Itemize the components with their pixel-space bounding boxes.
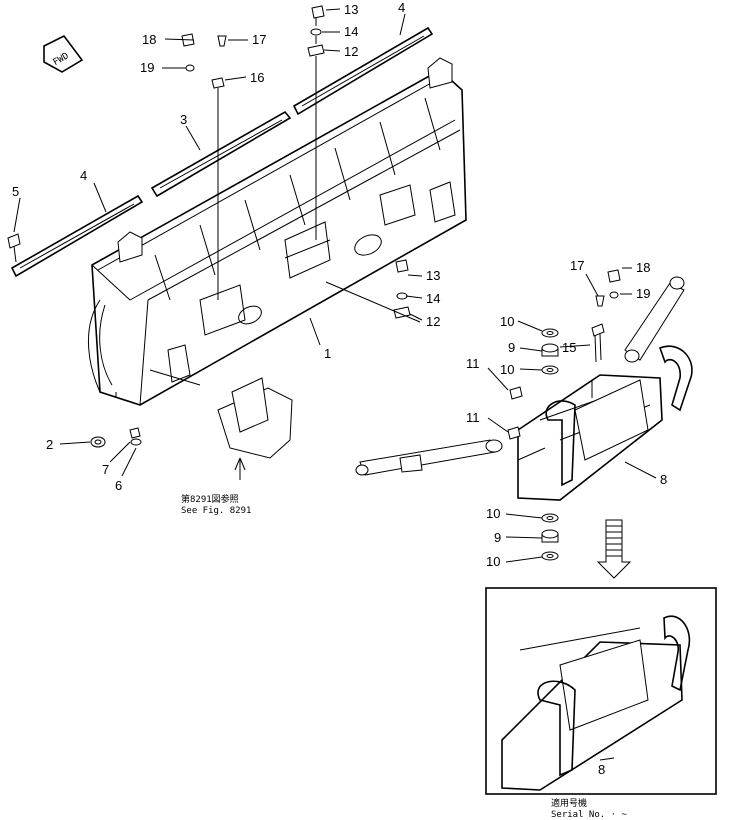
callout-7: 7 xyxy=(102,462,109,477)
callout-19-b: 19 xyxy=(636,286,650,301)
pin-15 xyxy=(591,323,605,363)
callout-8-a: 8 xyxy=(660,472,667,487)
callout-15: 15 xyxy=(562,340,576,355)
callout-13-a: 13 xyxy=(344,2,358,17)
callout-18-a: 18 xyxy=(142,32,156,47)
callout-1: 1 xyxy=(324,346,331,361)
frame-assembly xyxy=(517,345,693,501)
callout-17-b: 17 xyxy=(570,258,584,273)
callout-17-a: 17 xyxy=(252,32,266,47)
fwd-indicator: FWD xyxy=(43,34,84,73)
callout-12-b: 12 xyxy=(426,314,440,329)
callout-18-b: 18 xyxy=(636,260,650,275)
callout-12-a: 12 xyxy=(344,44,358,59)
inset-box xyxy=(485,587,717,795)
grease-11-a xyxy=(509,386,523,400)
serial-note: 適用号機 Serial No. · ~ xyxy=(551,797,627,820)
tilt-cylinder xyxy=(355,439,503,476)
callout-4-a: 4 xyxy=(80,168,87,183)
callout-4-b: 4 xyxy=(398,0,405,15)
bolt-18-right xyxy=(607,269,621,283)
callout-11-b: 11 xyxy=(466,410,480,425)
callout-5: 5 xyxy=(12,184,19,199)
serial-line2: Serial No. · ~ xyxy=(551,810,627,820)
callout-2: 2 xyxy=(46,437,53,452)
callout-10-c: 10 xyxy=(486,506,500,521)
brace xyxy=(624,276,685,363)
callout-6: 6 xyxy=(115,478,122,493)
see-fig-line1: 第8291図参照 xyxy=(181,493,239,505)
callout-10-b: 10 xyxy=(500,362,514,377)
callout-8-b: 8 xyxy=(598,762,605,777)
shim-stack-lower xyxy=(541,513,559,561)
washer-19-right xyxy=(609,291,619,299)
shim-stack-upper xyxy=(541,328,559,375)
callout-3: 3 xyxy=(180,112,187,127)
down-arrow xyxy=(596,519,632,579)
serial-line1: 適用号機 xyxy=(551,797,587,809)
see-figure-note: 第8291図参照 See Fig. 8291 xyxy=(181,493,251,516)
callout-16: 16 xyxy=(250,70,264,85)
callout-11-a: 11 xyxy=(466,356,480,371)
cutting-edge-left xyxy=(10,194,144,278)
see-fig-line2: See Fig. 8291 xyxy=(181,506,251,516)
plug-2 xyxy=(90,436,106,448)
callout-10-a: 10 xyxy=(500,314,514,329)
callout-13-b: 13 xyxy=(426,268,440,283)
callout-10-d: 10 xyxy=(486,554,500,569)
grease-11-b xyxy=(507,426,521,440)
callout-labels: 13 14 12 4 18 17 19 16 3 4 5 1 2 7 6 13 … xyxy=(12,0,667,777)
fwd-label: FWD xyxy=(52,51,71,68)
bolt-stack-middle xyxy=(393,259,411,319)
bolt-5 xyxy=(7,233,21,263)
callout-9-a: 9 xyxy=(508,340,515,355)
bolt-stack-upper xyxy=(307,5,325,240)
grease-fitting-17-right xyxy=(595,295,605,307)
callout-14-b: 14 xyxy=(426,291,440,306)
callout-14-a: 14 xyxy=(344,24,358,39)
blade-assembly xyxy=(88,57,467,406)
bolt-6-washer-7 xyxy=(129,427,142,446)
callout-9-b: 9 xyxy=(494,530,501,545)
leader-lines xyxy=(13,8,657,563)
cutting-edge-right xyxy=(292,26,434,116)
end-bit xyxy=(150,110,292,198)
callout-19-a: 19 xyxy=(140,60,154,75)
support-bracket xyxy=(149,369,293,480)
